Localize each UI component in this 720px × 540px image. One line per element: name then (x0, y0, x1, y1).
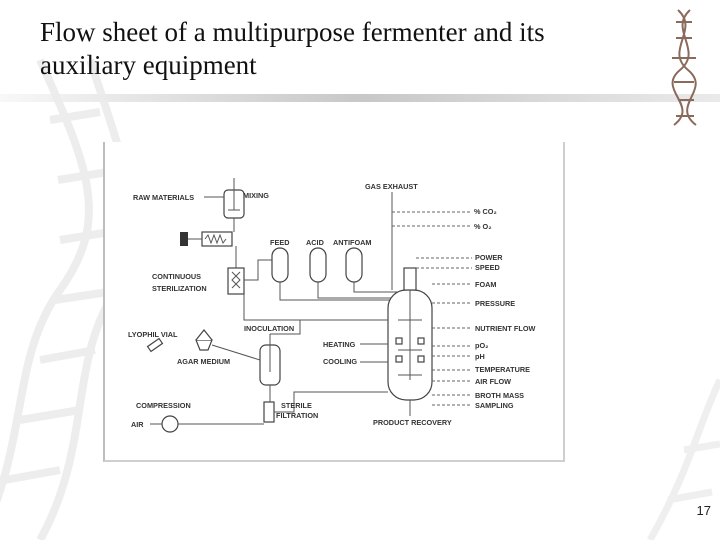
label-pressure: PRESSURE (475, 299, 515, 308)
label-continuous: CONTINUOUS (152, 272, 201, 281)
mixing-tank (223, 178, 245, 219)
heat-exchanger (180, 218, 235, 247)
slide-title-line-2: auxiliary equipment (40, 50, 257, 80)
agar-flask-icon (195, 329, 213, 351)
antifoam-line (353, 282, 404, 293)
label-cooling: COOLING (323, 357, 357, 366)
acid-line (317, 282, 400, 299)
label-sterile: STERILE (281, 401, 312, 410)
sterile-filter (263, 401, 275, 423)
agar-to-seed-line (211, 344, 261, 361)
label-speed: SPEED (475, 263, 500, 272)
acid-tank (309, 247, 327, 283)
dna-logo-icon (671, 9, 697, 126)
label-co2: % CO₂ (474, 207, 497, 216)
label-raw-materials: RAW MATERIALS (133, 193, 194, 202)
label-gas-exhaust: GAS EXHAUST (365, 182, 418, 191)
label-sterilization: STERILIZATION (152, 284, 207, 293)
label-ph: pH (475, 352, 485, 361)
nutrient-to-fermenter-line (243, 294, 388, 321)
lyophil-vial-icon (146, 337, 164, 353)
diagram-frame (103, 142, 565, 462)
label-antifoam: ANTIFOAM (333, 238, 372, 247)
label-po2: pO₂ (475, 341, 488, 350)
label-nutrient-flow: NUTRIENT FLOW (475, 324, 536, 333)
inoculation-vessel (259, 334, 281, 386)
header-gradient-bar (0, 94, 720, 102)
label-compression: COMPRESSION (136, 401, 191, 410)
slide-title: Flow sheet of a multipurpose fermenter a… (40, 16, 660, 82)
label-sampling: SAMPLING (475, 401, 514, 410)
label-inoculation: INOCULATION (244, 324, 294, 333)
slide-number: 17 (696, 503, 711, 518)
label-heating: HEATING (323, 340, 356, 349)
label-acid: ACID (306, 238, 324, 247)
label-mixing: MIXING (243, 191, 269, 200)
label-agar-medium: AGAR MEDIUM (177, 357, 230, 366)
label-feed: FEED (270, 238, 289, 247)
slide-title-line-1: Flow sheet of a multipurpose fermenter a… (40, 17, 545, 47)
instrument-signal-lines (416, 257, 472, 406)
label-air: AIR (131, 420, 144, 429)
main-fermenter (387, 267, 433, 401)
label-o2: % O₂ (474, 222, 491, 231)
label-lyophil-vial: LYOPHIL VIAL (128, 330, 178, 339)
inoculation-line (270, 320, 301, 335)
feed-tank (271, 247, 289, 283)
air-compressor-icon (150, 415, 179, 433)
label-filtration: FILTRATION (276, 411, 318, 420)
faded-helix-right (646, 378, 720, 540)
label-air-flow: AIR FLOW (475, 377, 511, 386)
sterilizer-to-feed-line (244, 259, 272, 281)
label-power: POWER (475, 253, 503, 262)
label-product-recovery: PRODUCT RECOVERY (373, 418, 452, 427)
antifoam-tank (345, 247, 363, 283)
filtered-air-line (274, 391, 388, 413)
label-foam: FOAM (475, 280, 496, 289)
continuous-sterilizer (227, 246, 245, 295)
label-temperature: TEMPERATURE (475, 365, 530, 374)
label-broth-mass: BROTH MASS (475, 391, 524, 400)
feed-line (279, 282, 400, 301)
